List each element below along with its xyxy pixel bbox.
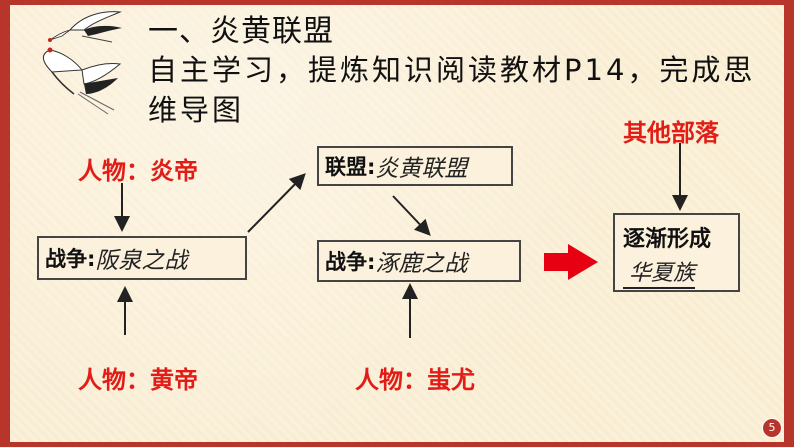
person-yandi-label: 人物：炎帝 (78, 157, 198, 185)
other-tribes-label: 其他部落 (623, 119, 719, 147)
crane-icon (43, 47, 122, 115)
war1-answer: 阪泉之战 (95, 248, 188, 274)
alliance-box: 联盟: 炎黄联盟 (317, 146, 513, 186)
cranes-decoration (43, 11, 122, 115)
instruction-text: 自主学习，提炼知识阅读教材P14，完成思维导图 (148, 53, 756, 127)
person-huangdi-label: 人物：黄帝 (78, 366, 198, 394)
big-red-arrow (544, 244, 598, 280)
arrow-war1-to-alliance (247, 173, 306, 233)
alliance-label: 联盟: (325, 155, 376, 179)
war2-answer: 涿鹿之战 (375, 251, 468, 277)
result-label: 逐渐形成 (623, 227, 712, 252)
section-heading: 一、炎黄联盟 (148, 14, 334, 49)
result-answer: 华夏族 (623, 255, 696, 289)
result-box: 逐渐形成 华夏族 (613, 213, 740, 292)
alliance-answer: 炎黄联盟 (375, 156, 468, 182)
war1-label: 战争: (45, 247, 96, 271)
crane-icon (48, 11, 122, 43)
person-chiyou-label: 人物：蚩尤 (355, 366, 475, 394)
war2-box: 战争: 涿鹿之战 (317, 240, 521, 282)
war1-box: 战争: 阪泉之战 (37, 236, 247, 280)
war2-label: 战争: (325, 250, 376, 274)
arrow-alliance-to-war2 (392, 195, 431, 236)
page-number-badge: 5 (762, 418, 782, 438)
